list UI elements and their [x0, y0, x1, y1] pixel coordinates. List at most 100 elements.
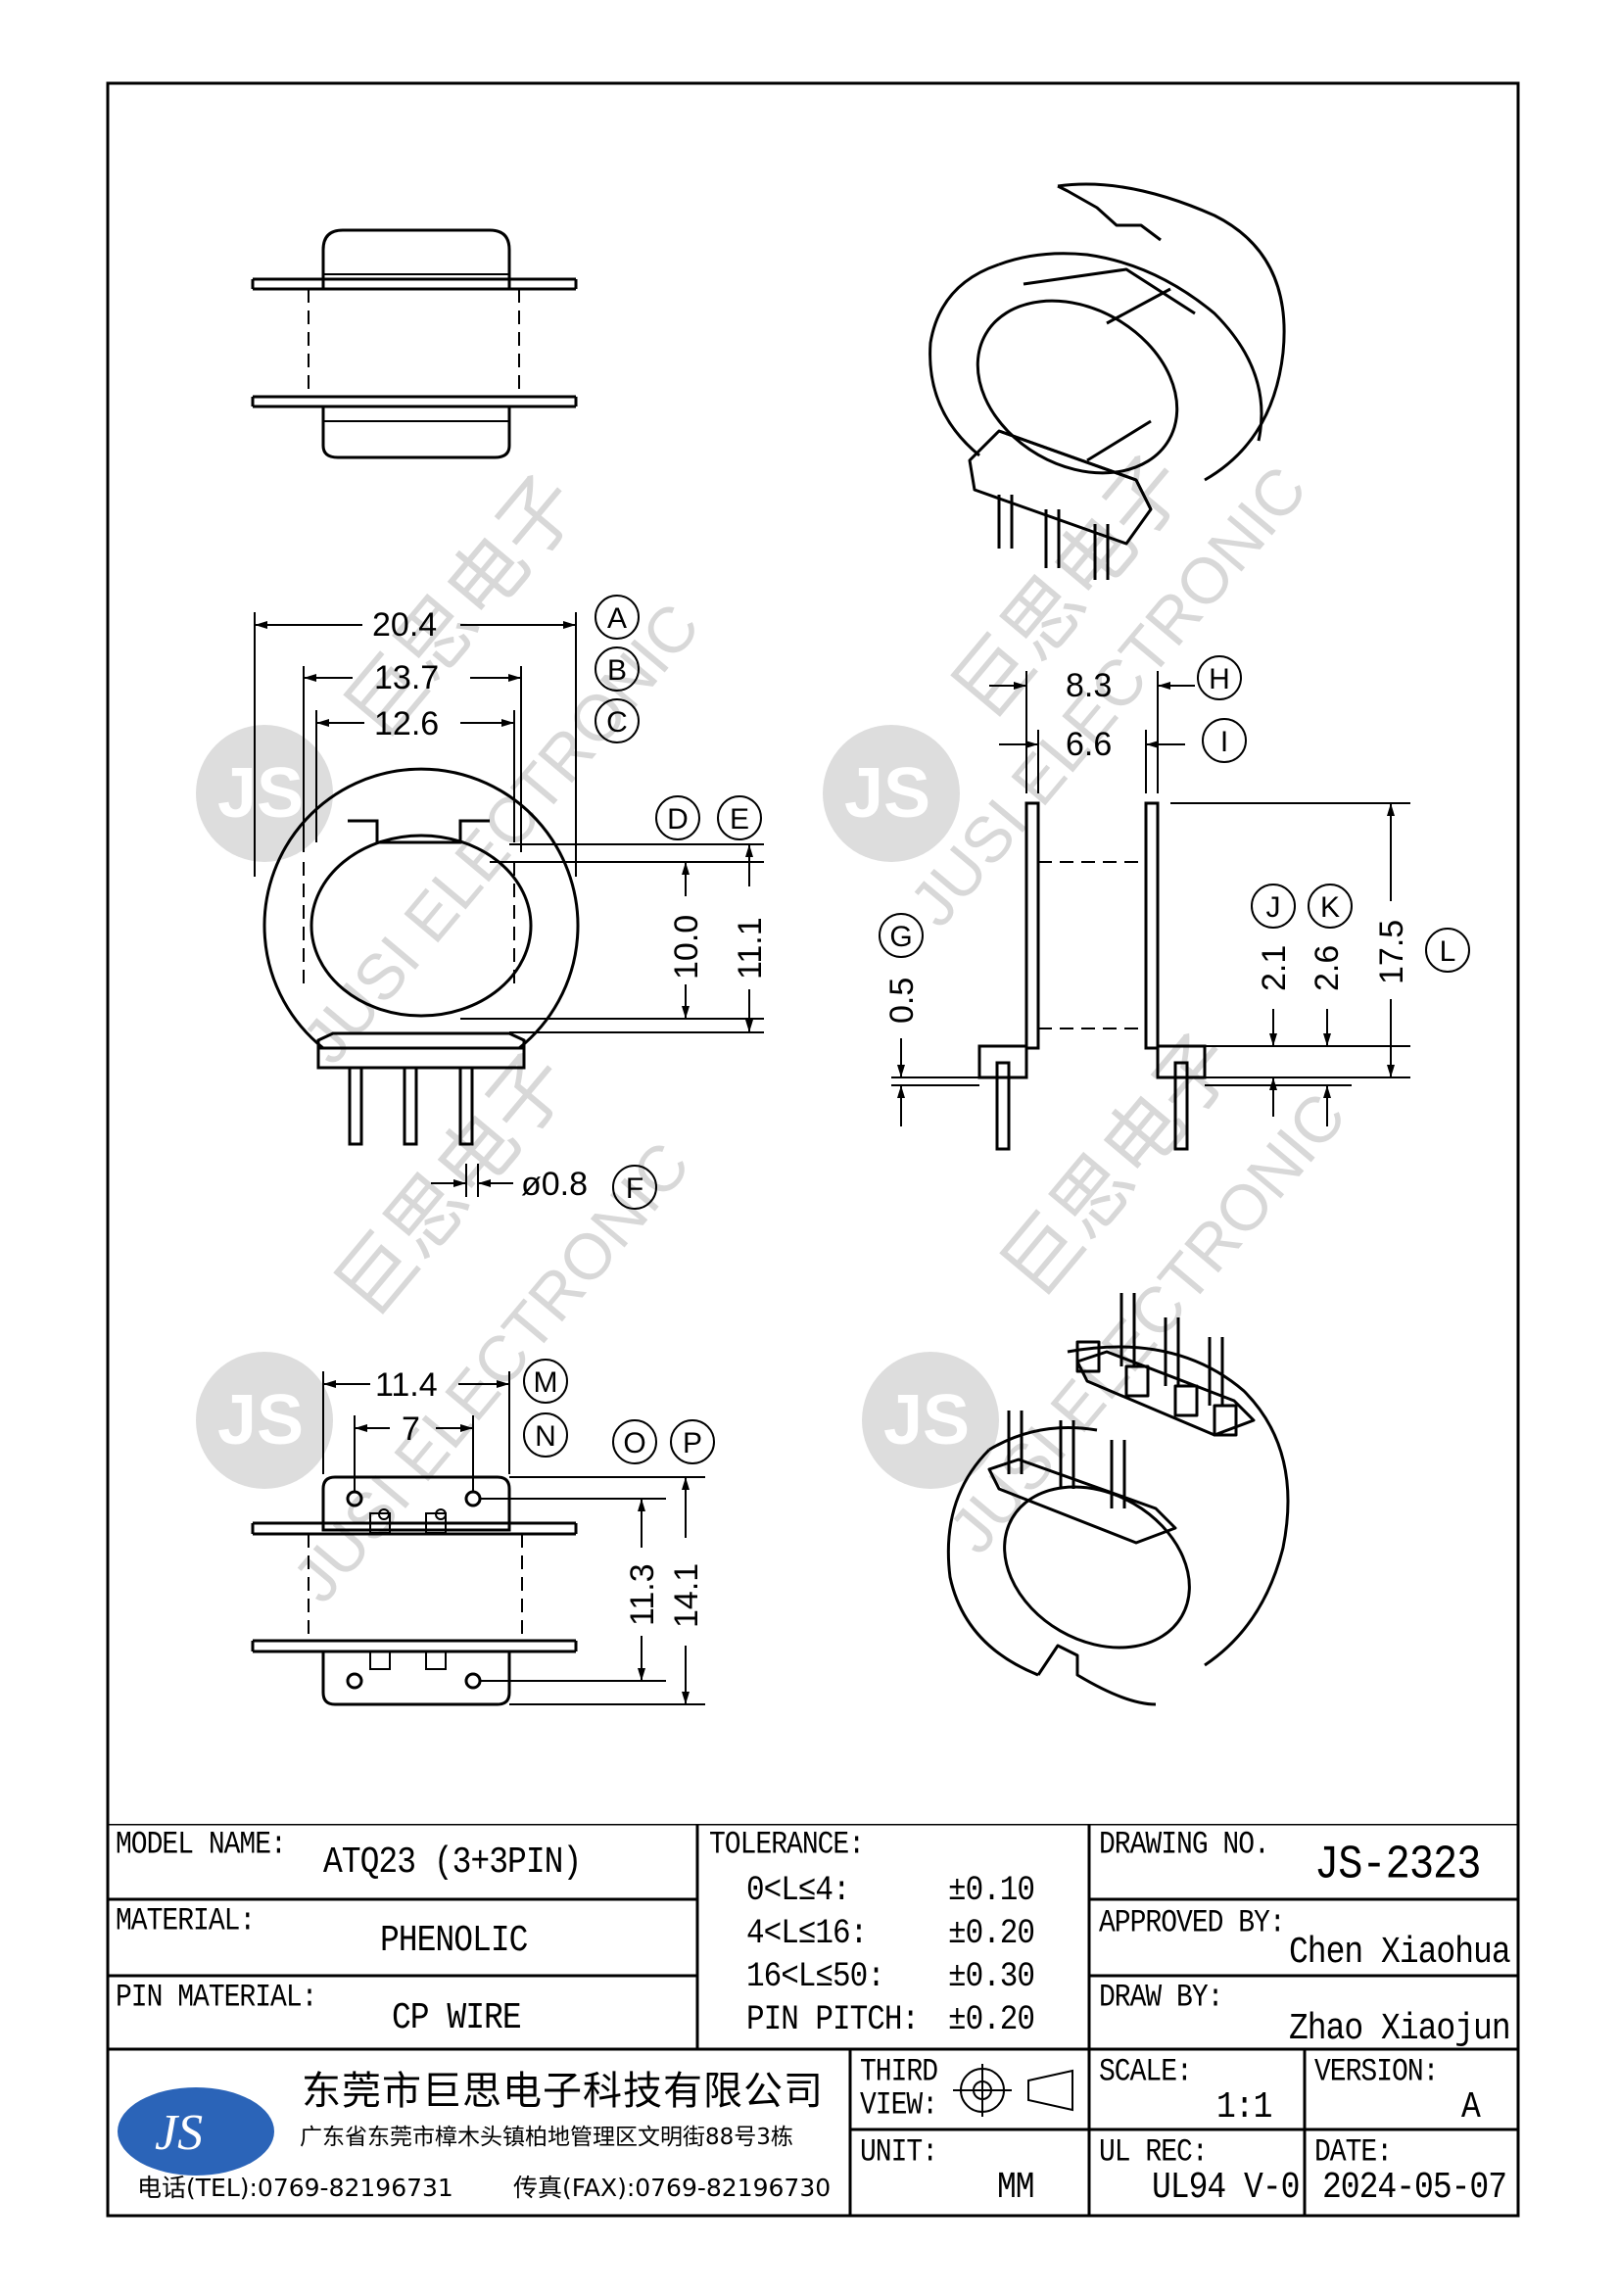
material-value: PHENOLIC	[380, 1920, 528, 1962]
drawing-no-label: DRAWING NO.	[1099, 1828, 1270, 1863]
callout-f: F	[626, 1172, 643, 1205]
watermark: JS JS JS JS JUSI ELECTRONIC JUSI ELECTRO…	[196, 438, 1359, 1615]
watermark-logo-text: JS	[844, 754, 930, 833]
side-view-labels: 8.3 6.6 0.5 2.1 2.6 17.5	[883, 667, 1410, 1024]
callout-o: O	[623, 1427, 645, 1459]
front-view-labels: 20.4 13.7 12.6 10.0 11.1 ø0.8	[372, 606, 769, 1203]
front-view-callouts	[595, 595, 762, 1210]
dim-i-value: 6.6	[1066, 726, 1112, 763]
drawing-no-value: JS-2323	[1314, 1838, 1481, 1892]
side-view-callouts	[879, 655, 1470, 973]
version-label: VERSION:	[1314, 2055, 1439, 2090]
callout-p: P	[683, 1427, 702, 1459]
sheet-border	[106, 81, 1520, 2218]
dim-g-value: 0.5	[883, 978, 921, 1024]
watermark-logo-4: JS	[862, 1352, 999, 1489]
dim-n-value: 7	[402, 1411, 420, 1448]
company-address: 广东省东莞市樟木头镇柏地管理区文明街88号3栋	[300, 2125, 793, 2150]
watermark-logo-text: JS	[883, 1381, 970, 1459]
bottom-view-labels: 11.4 7 11.3 14.1	[375, 1366, 705, 1628]
company-fax: 传真(FAX):0769-82196730	[513, 2174, 832, 2202]
callout-k: K	[1320, 891, 1340, 924]
dim-p-value: 14.1	[668, 1563, 705, 1628]
dim-b-value: 13.7	[374, 659, 439, 696]
tolerance-range-3: 16<L≤50:	[746, 1957, 885, 1997]
dim-e-value: 11.1	[732, 917, 769, 980]
scale-label: SCALE:	[1099, 2055, 1193, 2090]
callout-m: M	[534, 1366, 558, 1399]
callout-g: G	[889, 921, 912, 953]
ul-rec-label: UL REC:	[1099, 2135, 1209, 2171]
dim-o-value: 11.3	[624, 1563, 661, 1626]
front-view-dimensions	[254, 612, 764, 1197]
bottom-view-callouts	[523, 1359, 715, 1464]
tolerance-range-4: PIN PITCH:	[746, 2000, 920, 2040]
tolerance-label: TOLERANCE:	[709, 1828, 865, 1863]
dim-m-value: 11.4	[375, 1366, 438, 1404]
unit-value: MM	[997, 2167, 1035, 2209]
title-block: JS MODEL NAME: ATQ23 (3+3PIN) MATERIAL: …	[108, 1824, 1518, 2216]
tolerance-value-2: ±0.20	[948, 1914, 1035, 1954]
callout-b: B	[607, 654, 627, 687]
front-view-callout-letters: A B C D E F	[606, 602, 749, 1205]
bottom-view-dimensions	[322, 1371, 705, 1705]
company-tel: 电话(TEL):0769-82196731	[137, 2174, 453, 2202]
approved-by-value: Chen Xiaohua	[1289, 1932, 1511, 1974]
top-view	[251, 228, 578, 459]
date-label: DATE:	[1314, 2135, 1393, 2171]
bottom-view-callout-letters: M N O P	[534, 1366, 703, 1459]
approved-by-label: APPROVED BY:	[1099, 1906, 1286, 1941]
dim-k-value: 2.6	[1309, 945, 1346, 991]
version-value: A	[1461, 2086, 1481, 2129]
scale-value: 1:1	[1216, 2086, 1272, 2129]
pin-material-value: CP WIRE	[392, 1997, 522, 2039]
material-label: MATERIAL:	[116, 1904, 256, 1939]
front-view	[262, 767, 580, 1146]
dim-f-value: ø0.8	[521, 1166, 588, 1203]
dim-d-value: 10.0	[668, 915, 705, 980]
callout-i: I	[1220, 726, 1228, 758]
isometric-view-bottom	[946, 1293, 1290, 1706]
pin-material-label: PIN MATERIAL:	[116, 1981, 317, 2016]
watermark-logo-text: JS	[217, 754, 304, 833]
draw-by-label: DRAW BY:	[1099, 1981, 1223, 2016]
callout-h: H	[1209, 663, 1230, 695]
watermark-logo-2: JS	[823, 725, 960, 862]
side-view-dimensions	[891, 671, 1410, 1126]
third-view-label-1: THIRD	[860, 2055, 938, 2090]
dim-h-value: 8.3	[1066, 667, 1112, 704]
callout-c: C	[606, 706, 628, 739]
watermark-latin-1: JUSI ELECTRONIC	[288, 590, 713, 1076]
unit-label: UNIT:	[860, 2135, 938, 2171]
third-view-label-2: VIEW:	[860, 2088, 938, 2124]
side-view-callout-letters: H I G J K L	[889, 663, 1455, 968]
watermark-logo-1: JS	[196, 725, 333, 862]
tolerance-range-2: 4<L≤16:	[746, 1914, 868, 1954]
isometric-view-top	[929, 182, 1286, 580]
dim-l-value: 17.5	[1373, 920, 1410, 984]
callout-n: N	[535, 1420, 556, 1453]
title-block-grid: JS	[108, 1824, 1518, 2216]
projection-symbol-icon	[953, 2064, 1073, 2117]
callout-e: E	[730, 803, 749, 836]
watermark-logo-text: JS	[217, 1381, 304, 1459]
draw-by-value: Zhao Xiaojun	[1289, 2008, 1511, 2050]
tolerance-range-1: 0<L≤4:	[746, 1871, 851, 1911]
callout-l: L	[1440, 935, 1456, 968]
model-name-value: ATQ23 (3+3PIN)	[323, 1842, 582, 1884]
callout-d: D	[667, 803, 689, 836]
dim-j-value: 2.1	[1256, 945, 1293, 991]
company-logo-text: JS	[155, 2105, 203, 2161]
company-name: 东莞市巨思电子科技有限公司	[302, 2069, 824, 2114]
dim-c-value: 12.6	[374, 705, 439, 742]
date-value: 2024-05-07	[1322, 2167, 1507, 2209]
side-view	[977, 801, 1207, 1151]
company-logo: JS	[118, 2087, 274, 2176]
callout-j: J	[1266, 891, 1281, 924]
tolerance-value-3: ±0.30	[948, 1957, 1035, 1997]
dim-a-value: 20.4	[372, 606, 437, 644]
ul-rec-value: UL94 V-0	[1152, 2167, 1300, 2209]
watermark-logo-3: JS	[196, 1352, 333, 1489]
